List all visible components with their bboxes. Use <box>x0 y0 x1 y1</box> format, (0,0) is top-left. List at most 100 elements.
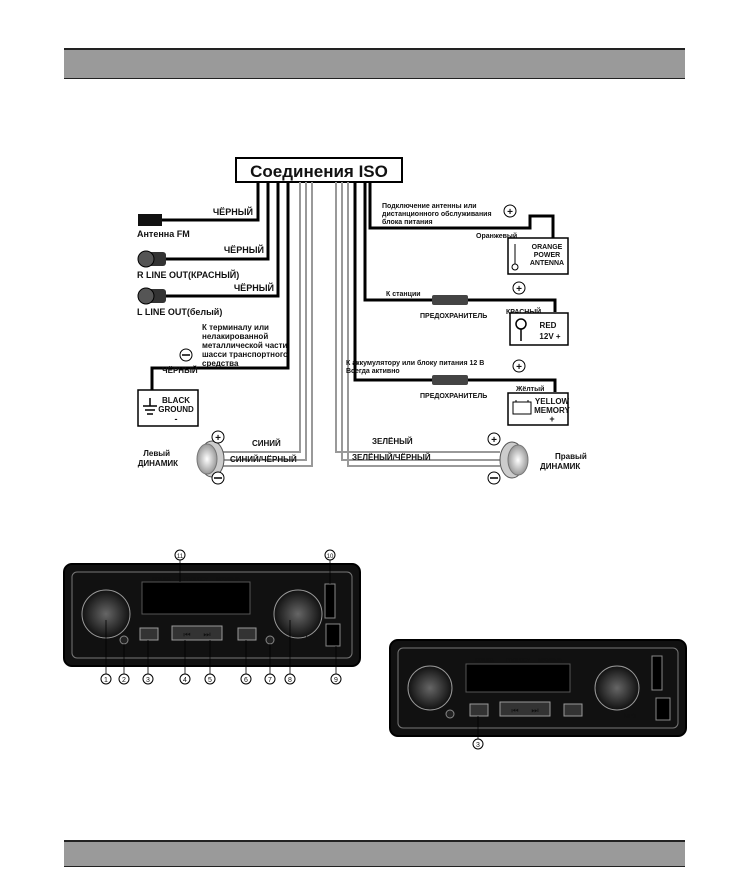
to-station-label: К станции <box>386 291 421 298</box>
button-6[interactable] <box>237 627 257 641</box>
svg-text:нелакированной: нелакированной <box>202 332 268 341</box>
plus-icon: + <box>507 207 513 218</box>
prev-icon[interactable]: ⏮ <box>511 706 518 715</box>
left-speaker-label-2: ДИНАМИК <box>138 459 178 468</box>
antenna-fm-label: Антенна FM <box>137 229 190 239</box>
left-blue-black-label: СИНИЙ/ЧЁРНЫЙ <box>230 455 297 464</box>
svg-text:шасси транспортного: шасси транспортного <box>202 350 288 359</box>
svg-text:6: 6 <box>244 677 248 684</box>
model-label: MP3 <box>306 636 319 642</box>
r-wire-label: ЧЁРНЫЙ <box>224 244 264 255</box>
prev-next-buttons-small[interactable] <box>499 701 551 717</box>
l-line-out-label: L LINE OUT(белый) <box>137 307 222 317</box>
button-6-small[interactable] <box>563 703 583 717</box>
svg-text:дистанционного обслуживания: дистанционного обслуживания <box>382 210 492 218</box>
aux-jack-small[interactable] <box>445 709 455 719</box>
volume-knob-small[interactable] <box>407 665 453 711</box>
fuse-label-2: ПРЕДОХРАНИТЕЛЬ <box>420 393 487 400</box>
black-ground-label-2: GROUND <box>158 405 194 414</box>
yellow-box-label: YELLOW <box>535 397 570 406</box>
black-ground-box <box>137 389 199 427</box>
svg-text:8: 8 <box>288 677 292 684</box>
orange-box-label-2: POWER <box>534 252 560 259</box>
right-speaker-label: Правый <box>555 452 587 461</box>
plus-icon: + <box>516 284 522 295</box>
svg-text:средства: средства <box>202 359 239 368</box>
orange-box-label: ORANGE <box>532 244 563 251</box>
diagram-title: Соединения ISO <box>250 162 388 181</box>
plus-icon: + <box>516 362 522 373</box>
plus-icon: + <box>215 433 221 444</box>
display-left-label-small: SD/USB <box>475 658 494 664</box>
usb-port[interactable] <box>325 623 341 647</box>
red-box-label: RED <box>540 321 557 330</box>
antenna-plug <box>138 214 162 226</box>
callout-small-label: 3 <box>476 742 480 749</box>
brand-label: PROLOGY <box>184 577 209 583</box>
svg-text:Всегда активно: Всегда активно <box>346 368 400 375</box>
svg-text:3: 3 <box>146 677 150 684</box>
orange-box-label-3: ANTENNA <box>530 260 564 267</box>
r-line-out-label: R LINE OUT(КРАСНЫЙ) <box>137 269 239 280</box>
antenna-wire-label: ЧЁРНЫЙ <box>213 206 253 217</box>
left-speaker-label: Левый <box>143 449 170 458</box>
usb-port-small[interactable] <box>655 697 671 721</box>
footer-bar <box>64 840 685 867</box>
sd-slot-small[interactable] <box>651 655 663 691</box>
yellow-box-label-2: MEMORY <box>534 406 570 415</box>
next-icon[interactable]: ⏭ <box>203 630 210 639</box>
antenna-remote-note: Подключение антенны или дистанционного о… <box>382 203 492 226</box>
svg-text:металлической части: металлической части <box>202 341 288 350</box>
display-screen-small <box>465 663 571 693</box>
fuse-label-1: ПРЕДОХРАНИТЕЛЬ <box>420 313 487 320</box>
right-green-black-label: ЗЕЛЁНЫЙ/ЧЁРНЫЙ <box>352 453 431 462</box>
orange-wire-label: Оранжевый <box>476 232 517 240</box>
sd-slot[interactable] <box>324 583 336 619</box>
left-speaker-icon <box>196 440 225 478</box>
yellow-memory-box <box>507 392 569 426</box>
r-rca-plug <box>137 250 166 268</box>
right-green-label: ЗЕЛЁНЫЙ <box>372 437 413 446</box>
callout-small <box>472 738 484 750</box>
svg-text:2: 2 <box>122 677 126 684</box>
reset-button[interactable] <box>265 635 275 645</box>
select-knob[interactable] <box>273 589 323 639</box>
svg-text:7: 7 <box>268 677 272 684</box>
fuse-icon <box>432 295 468 305</box>
orange-power-antenna-box <box>507 237 569 275</box>
l-wire-label: ЧЁРНЫЙ <box>234 282 274 293</box>
select-knob-small[interactable] <box>594 665 640 711</box>
svg-text:10: 10 <box>327 554 334 560</box>
brand-label-small: PROLOGY <box>506 658 531 664</box>
antenna-wire <box>160 182 260 222</box>
svg-text:К аккумулятору или блоку питан: К аккумулятору или блоку питания 12 В <box>346 359 484 367</box>
prev-icon[interactable]: ⏮ <box>183 630 190 639</box>
next-icon[interactable]: ⏭ <box>531 706 538 715</box>
antenna-icon <box>511 244 519 271</box>
plus-icon: + <box>491 435 497 446</box>
right-speaker-icon <box>499 441 529 479</box>
key-icon <box>515 318 527 341</box>
display-right-label: MP3/WMA <box>216 577 241 583</box>
svg-text:11: 11 <box>177 554 184 560</box>
l-rca-plug <box>137 287 166 305</box>
ground-icon <box>143 398 157 415</box>
button-3-small[interactable] <box>469 703 489 717</box>
svg-text:4: 4 <box>183 677 187 684</box>
display-left-label: SD/USB <box>152 577 171 583</box>
battery-note: К аккумулятору или блоку питания 12 В Вс… <box>346 359 484 375</box>
yellow-wire-label: Жёлтый <box>515 385 544 393</box>
battery-icon <box>512 400 532 415</box>
svg-text:К терминалу или: К терминалу или <box>202 323 269 332</box>
callouts: 1 2 3 4 5 6 7 8 9 10 11 <box>100 549 342 685</box>
header-bar <box>64 48 685 79</box>
plus-icon: + <box>549 414 554 424</box>
svg-text:1: 1 <box>104 677 108 684</box>
prev-next-buttons[interactable] <box>171 625 223 641</box>
fuse-icon <box>432 375 468 385</box>
aux-jack[interactable] <box>119 635 129 645</box>
red-wire-label: КРАСНЫЙ <box>506 307 541 316</box>
button-3[interactable] <box>139 627 159 641</box>
svg-text:-: - <box>175 414 178 424</box>
